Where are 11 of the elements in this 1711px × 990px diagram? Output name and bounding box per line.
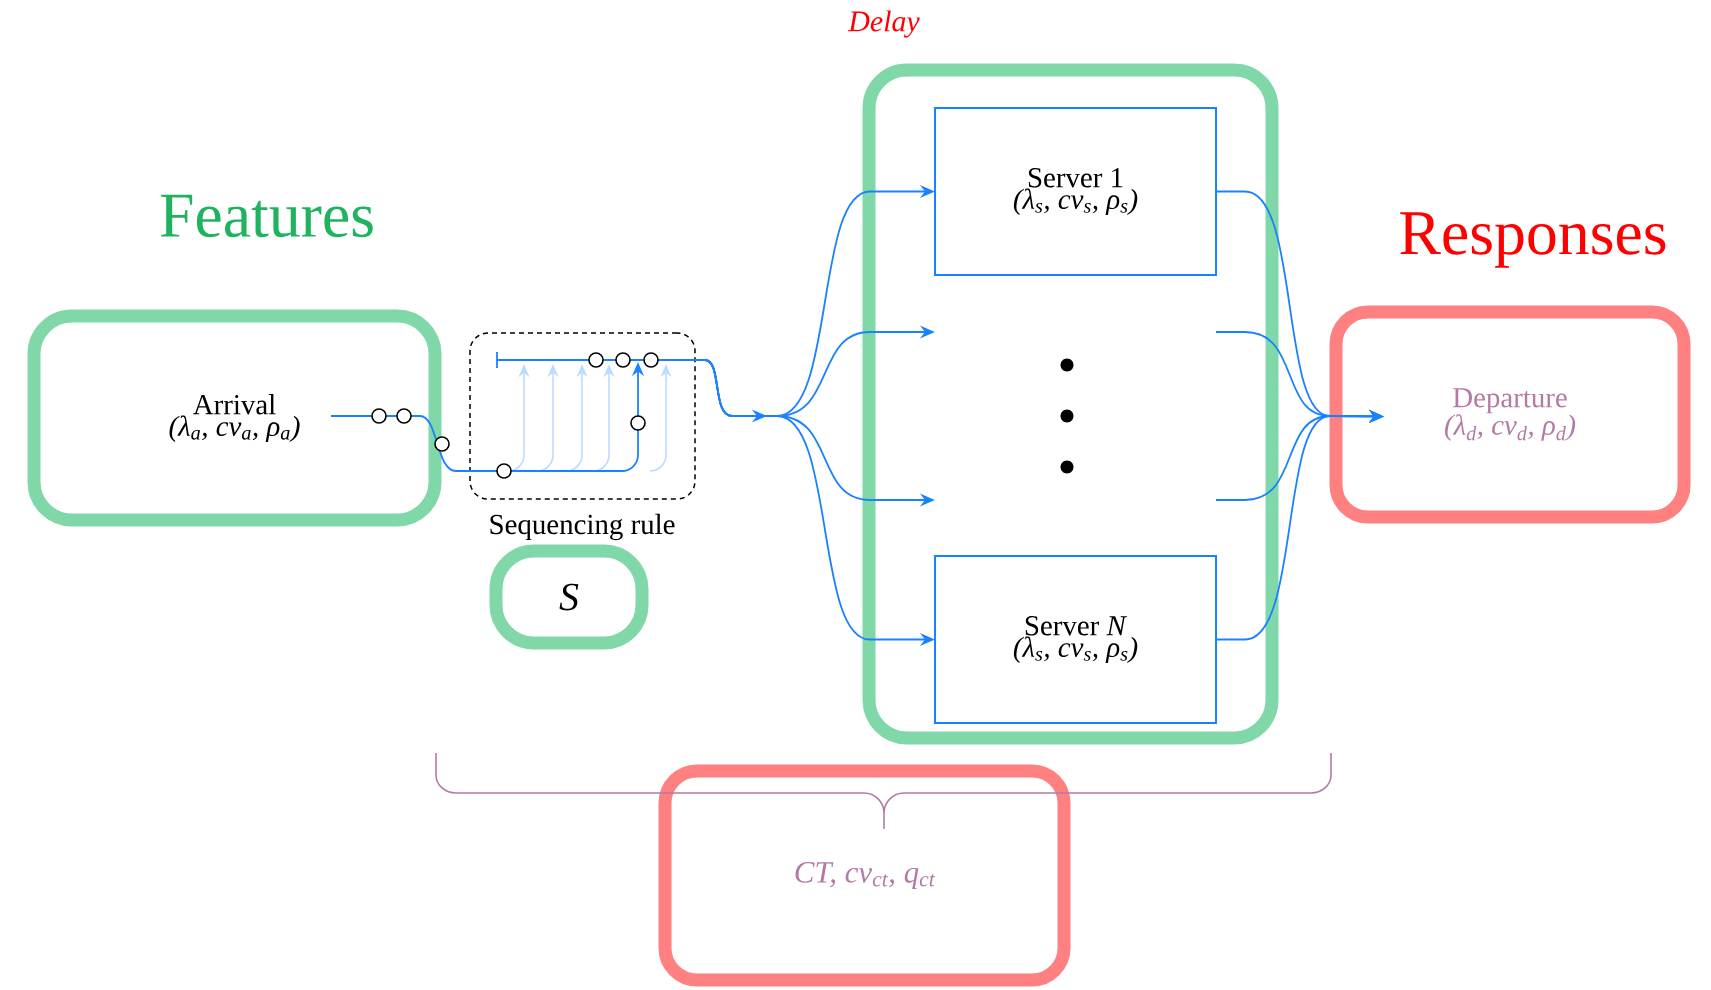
server-box: Server N (λ$_{s}$, cv$_{s}$, ρ$_{s}$) xyxy=(934,555,1217,724)
queue-box: Sequencing rule xyxy=(469,332,696,541)
highlight-box: Departure (λ$_{d}$, cv$_{d}$, ρ$_{d}$) xyxy=(1329,305,1691,524)
node-label: Delay xyxy=(848,10,920,38)
node-label: Sequencing rule xyxy=(490,513,675,541)
heading: Features xyxy=(160,194,373,238)
heading: Responses xyxy=(1400,212,1666,268)
highlight-box: S xyxy=(489,544,649,650)
highlight-box: CT, cv$_{ct}$, q$_{ct}$ xyxy=(658,764,1071,987)
server-box: Server 1 (λ$_{s}$, cv$_{s}$, ρ$_{s}$) xyxy=(934,107,1217,276)
highlight-box: Arrival (λ$_{a}$, cv$_{a}$, ρ$_{a}$) xyxy=(27,309,442,527)
